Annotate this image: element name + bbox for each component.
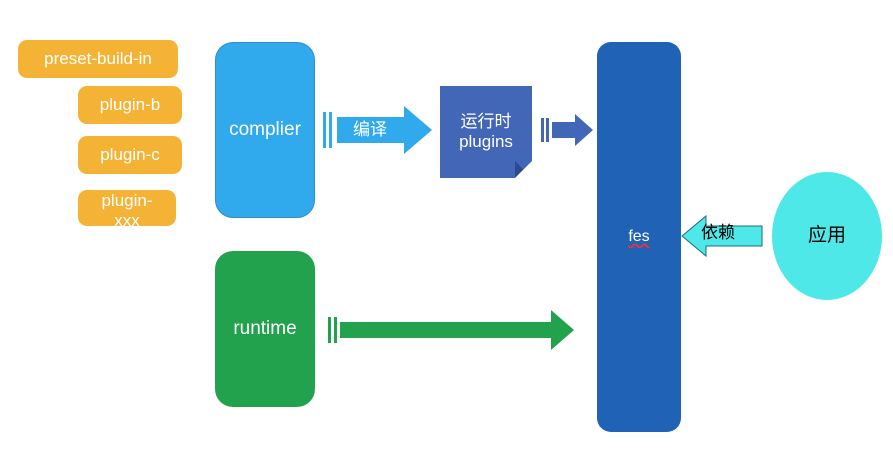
node-runtime-plugins-label: 运行时 plugins (459, 112, 513, 151)
node-fes-label: fes (628, 227, 650, 245)
node-complier[interactable]: complier (215, 42, 315, 218)
arrow-depend-label: 依赖 (701, 223, 735, 242)
node-plugin-xxx[interactable]: plugin- xxx (78, 190, 176, 230)
node-runtime-plugins[interactable]: 运行时 plugins (440, 86, 532, 178)
node-runtime[interactable]: runtime (215, 251, 315, 407)
arrow-runtime-to-fes[interactable] (328, 310, 574, 350)
node-fes[interactable]: fes (597, 42, 681, 432)
node-app[interactable]: 应用 (772, 172, 882, 300)
node-plugin-c[interactable]: plugin-c (78, 136, 182, 174)
arrow-plugins-to-fes[interactable] (541, 114, 593, 146)
node-preset-build-in[interactable]: preset-build-in (18, 40, 178, 78)
node-plugin-b[interactable]: plugin-b (78, 86, 182, 124)
arrow-compile-label: 编译 (353, 120, 387, 139)
folded-corner-cut-icon (515, 161, 532, 178)
